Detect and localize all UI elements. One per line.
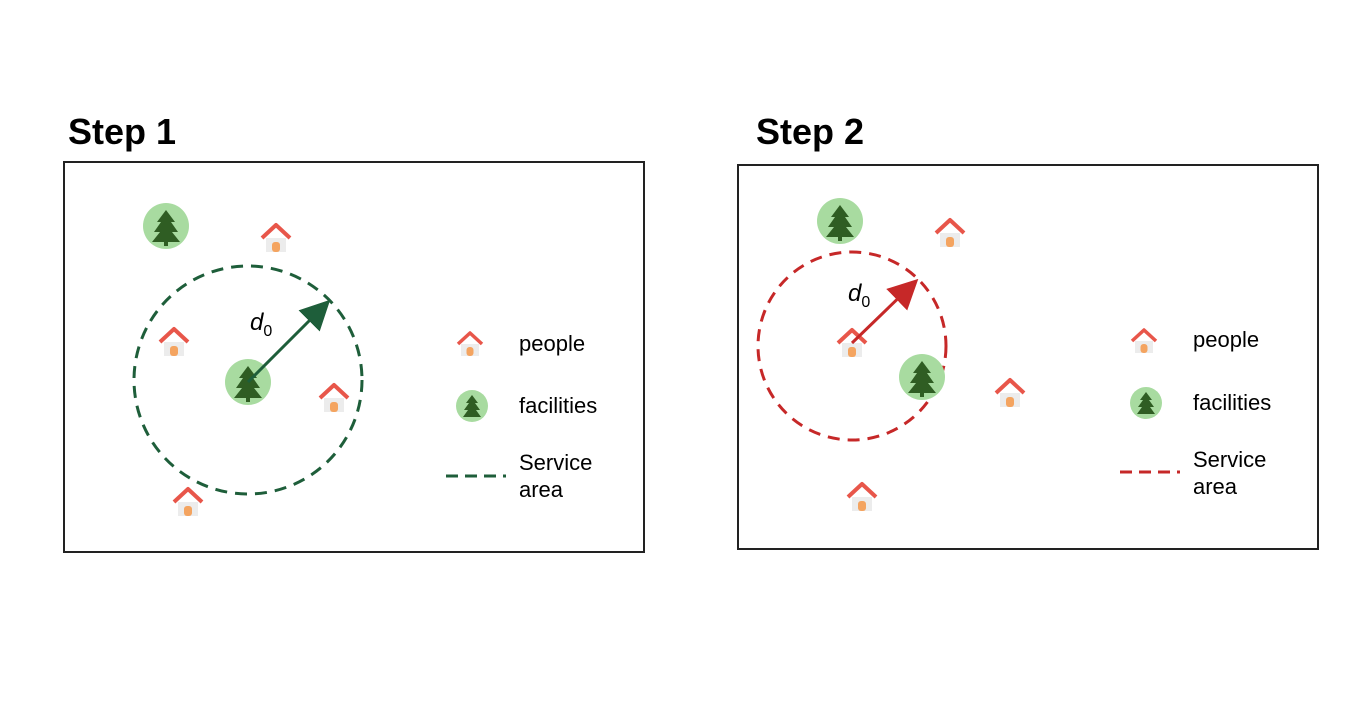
house-icon xyxy=(1130,328,1158,353)
tree-icon xyxy=(1130,387,1162,419)
legend: people facilities Service area xyxy=(446,331,597,502)
step-1-panel: d0 people facilities Service xyxy=(63,161,645,553)
legend-people-label: people xyxy=(1193,327,1259,352)
step-2-title: Step 2 xyxy=(756,111,865,152)
house-icon xyxy=(456,331,484,356)
house-icon xyxy=(836,328,868,357)
house-icon xyxy=(846,482,878,511)
tree-icon xyxy=(456,390,488,422)
house-icon xyxy=(934,218,966,247)
step-1-title: Step 1 xyxy=(68,111,177,152)
step-2-panel: d0 people facilities Service area xyxy=(737,164,1319,550)
tree-icon xyxy=(817,198,863,244)
house-icon xyxy=(158,327,190,356)
legend-service-label-2: area xyxy=(519,477,564,502)
tree-icon xyxy=(899,354,945,400)
radius-arrow xyxy=(850,278,919,345)
house-icon xyxy=(260,223,292,252)
radius-label: d0 xyxy=(250,309,272,340)
legend-service-label-1: Service xyxy=(519,450,592,475)
service-area-circle xyxy=(756,250,948,442)
radius-arrow xyxy=(246,299,331,384)
tree-icon xyxy=(143,203,189,249)
house-icon xyxy=(994,378,1026,407)
house-icon xyxy=(318,383,350,412)
house-icon xyxy=(172,487,204,516)
legend-service-label-1: Service xyxy=(1193,447,1266,472)
legend-facilities-label: facilities xyxy=(519,393,597,418)
legend: people facilities Service area xyxy=(1120,327,1271,499)
radius-label: d0 xyxy=(848,280,870,311)
legend-service-label-2: area xyxy=(1193,474,1238,499)
service-area-circle xyxy=(132,264,364,496)
legend-facilities-label: facilities xyxy=(1193,390,1271,415)
legend-people-label: people xyxy=(519,331,585,356)
